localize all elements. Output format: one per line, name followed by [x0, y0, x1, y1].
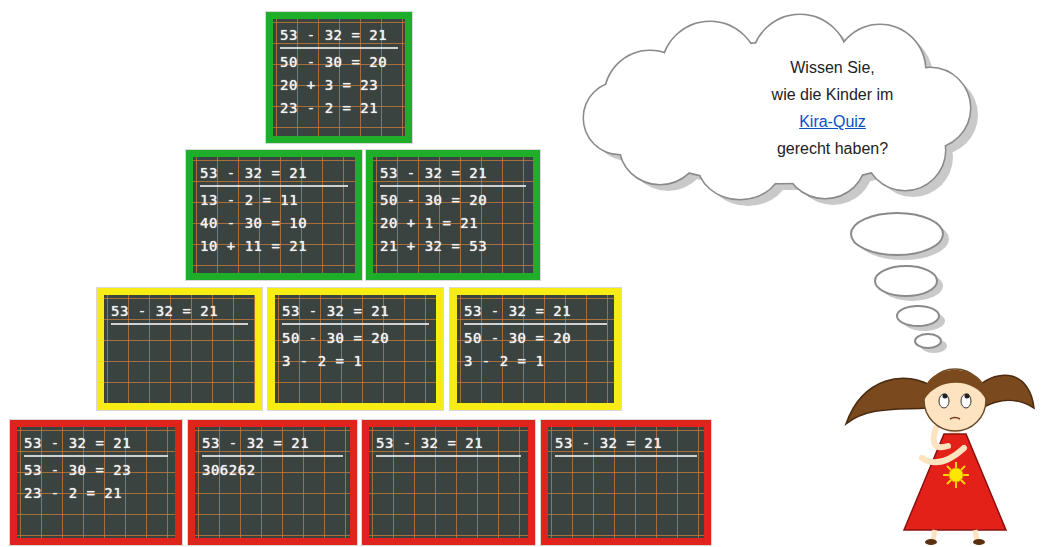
chalkboard: 53 - 32 = 21306262 — [195, 427, 350, 538]
shoe — [925, 539, 937, 545]
pupil — [943, 394, 948, 399]
sun-emblem-part — [949, 468, 963, 482]
quiz-link: Kira-Quiz — [799, 108, 866, 135]
chalkboard: 53 - 32 = 2150 - 30 = 203 - 2 = 1 — [457, 295, 614, 403]
chalk-equation: 3 - 2 = 1 — [282, 350, 429, 373]
question-text: Wissen Sie, — [790, 54, 874, 81]
chalk-equation: 53 - 32 = 21 — [202, 432, 343, 457]
chalk-equation: 53 - 32 = 21 — [200, 162, 348, 187]
dress — [904, 434, 1006, 530]
cloud-fill-part — [662, 22, 758, 118]
mouth — [950, 418, 960, 420]
cloud-border — [584, 15, 970, 199]
chalk-equation: 53 - 32 = 21 — [380, 162, 526, 187]
chalkboard-photo: 53 - 32 = 2150 - 30 = 203 - 2 = 1 — [450, 288, 621, 410]
chalkboard: 53 - 32 = 2153 - 30 = 2323 - 2 = 21 — [17, 427, 175, 538]
chalk-equation: 50 - 30 = 20 — [380, 189, 526, 212]
sun-emblem — [943, 462, 969, 488]
chalk-equation: 50 - 30 = 20 — [280, 51, 398, 74]
hair — [924, 370, 987, 400]
arm — [934, 428, 948, 447]
arm — [922, 448, 964, 462]
chalkboard-photo: 53 - 32 = 2113 - 2 = 1140 - 30 = 1010 + … — [186, 150, 362, 280]
chalkboard: 53 - 32 = 2113 - 2 = 1140 - 30 = 1010 + … — [193, 157, 355, 273]
chalk-equation: 53 - 32 = 21 — [111, 300, 248, 325]
pupil — [965, 394, 970, 399]
chalk-equation: 20 + 1 = 21 — [380, 212, 526, 235]
chalk-equation: 13 - 2 = 11 — [200, 189, 348, 212]
chalk-equation: 20 + 3 = 23 — [280, 74, 398, 97]
thought-bubble-part — [897, 306, 939, 326]
eye — [939, 394, 949, 408]
chalk-equation: 23 - 2 = 21 — [24, 482, 168, 505]
cloud-outline — [560, 8, 1005, 208]
chalkboard: 53 - 32 = 2150 - 30 = 2020 + 1 = 2121 + … — [373, 157, 533, 273]
cloud-border-part — [785, 122, 865, 198]
chalkboard-photo: 53 - 32 = 2153 - 30 = 2323 - 2 = 21 — [10, 420, 182, 545]
chalkboard-photo: 53 - 32 = 21 — [362, 420, 535, 545]
head — [924, 369, 986, 431]
pigtail — [846, 378, 935, 424]
chalk-equation: 53 - 30 = 23 — [24, 459, 168, 482]
chalk-equation: 53 - 32 = 21 — [282, 300, 429, 325]
thought-cloud: Wissen Sie,wie die Kinder imKira-Quizger… — [560, 8, 1005, 208]
chalkboard: 53 - 32 = 2150 - 30 = 203 - 2 = 1 — [275, 295, 436, 403]
kira-girl — [846, 369, 1034, 545]
chalkboard: 53 - 32 = 21 — [548, 427, 704, 538]
thought-bubble — [851, 213, 943, 348]
chalk-equation: 50 - 30 = 20 — [464, 327, 607, 350]
cloud-text-area: Wissen Sie,wie die Kinder imKira-Quizger… — [660, 38, 1005, 178]
chalk-equation: 3 - 2 = 1 — [464, 350, 607, 373]
chalkboard-photo: 53 - 32 = 21 — [97, 288, 262, 410]
shoe — [973, 539, 985, 545]
cloud-border-part — [698, 127, 782, 199]
thought-bubbles — [851, 213, 949, 353]
chalk-equation: 21 + 32 = 53 — [380, 235, 526, 258]
question-text: wie die Kinder im — [772, 81, 894, 108]
chalk-equation: 50 - 30 = 20 — [282, 327, 429, 350]
cloud-fill-part — [785, 122, 865, 198]
chalk-equation: 53 - 32 = 21 — [555, 432, 697, 457]
eye — [961, 394, 971, 408]
chalkboard-photo: 53 - 32 = 2150 - 30 = 2020 + 3 = 2323 - … — [266, 12, 412, 143]
question-text: gerecht haben? — [777, 135, 888, 162]
cloud-fill-part — [584, 82, 656, 154]
chalkboard-photo: 53 - 32 = 2150 - 30 = 2020 + 1 = 2121 + … — [366, 150, 540, 280]
chalk-equation: 53 - 32 = 21 — [24, 432, 168, 457]
chalkboard: 53 - 32 = 2150 - 30 = 2020 + 3 = 2323 - … — [273, 19, 405, 136]
chalk-equation: 53 - 32 = 21 — [464, 300, 607, 325]
sun-emblem-part — [947, 466, 965, 484]
thought-bubble-part — [851, 213, 943, 255]
cloud-fill-part — [698, 127, 782, 199]
chalkboard-photo: 53 - 32 = 21 — [541, 420, 711, 545]
chalkboard: 53 - 32 = 21 — [369, 427, 528, 538]
chalkboard-photo: 53 - 32 = 21306262 — [188, 420, 357, 545]
chalk-equation: 306262 — [202, 459, 343, 482]
chalk-equation: 53 - 32 = 21 — [376, 432, 521, 457]
chalk-equation: 40 - 30 = 10 — [200, 212, 348, 235]
thought-bubble-part — [915, 334, 941, 348]
chalkboard-photo: 53 - 32 = 2150 - 30 = 203 - 2 = 1 — [268, 288, 443, 410]
sun-emblem-part — [947, 466, 965, 484]
chalk-equation: 53 - 32 = 21 — [280, 24, 398, 49]
thought-bubble-part — [875, 266, 937, 296]
chalkboard: 53 - 32 = 21 — [104, 295, 255, 403]
chalk-equation: 10 + 11 = 21 — [200, 235, 348, 258]
chalk-equation: 23 - 2 = 21 — [280, 97, 398, 120]
cloud-border-part — [584, 82, 656, 154]
cloud-fill — [584, 15, 970, 199]
cloud-border-part — [662, 22, 758, 118]
